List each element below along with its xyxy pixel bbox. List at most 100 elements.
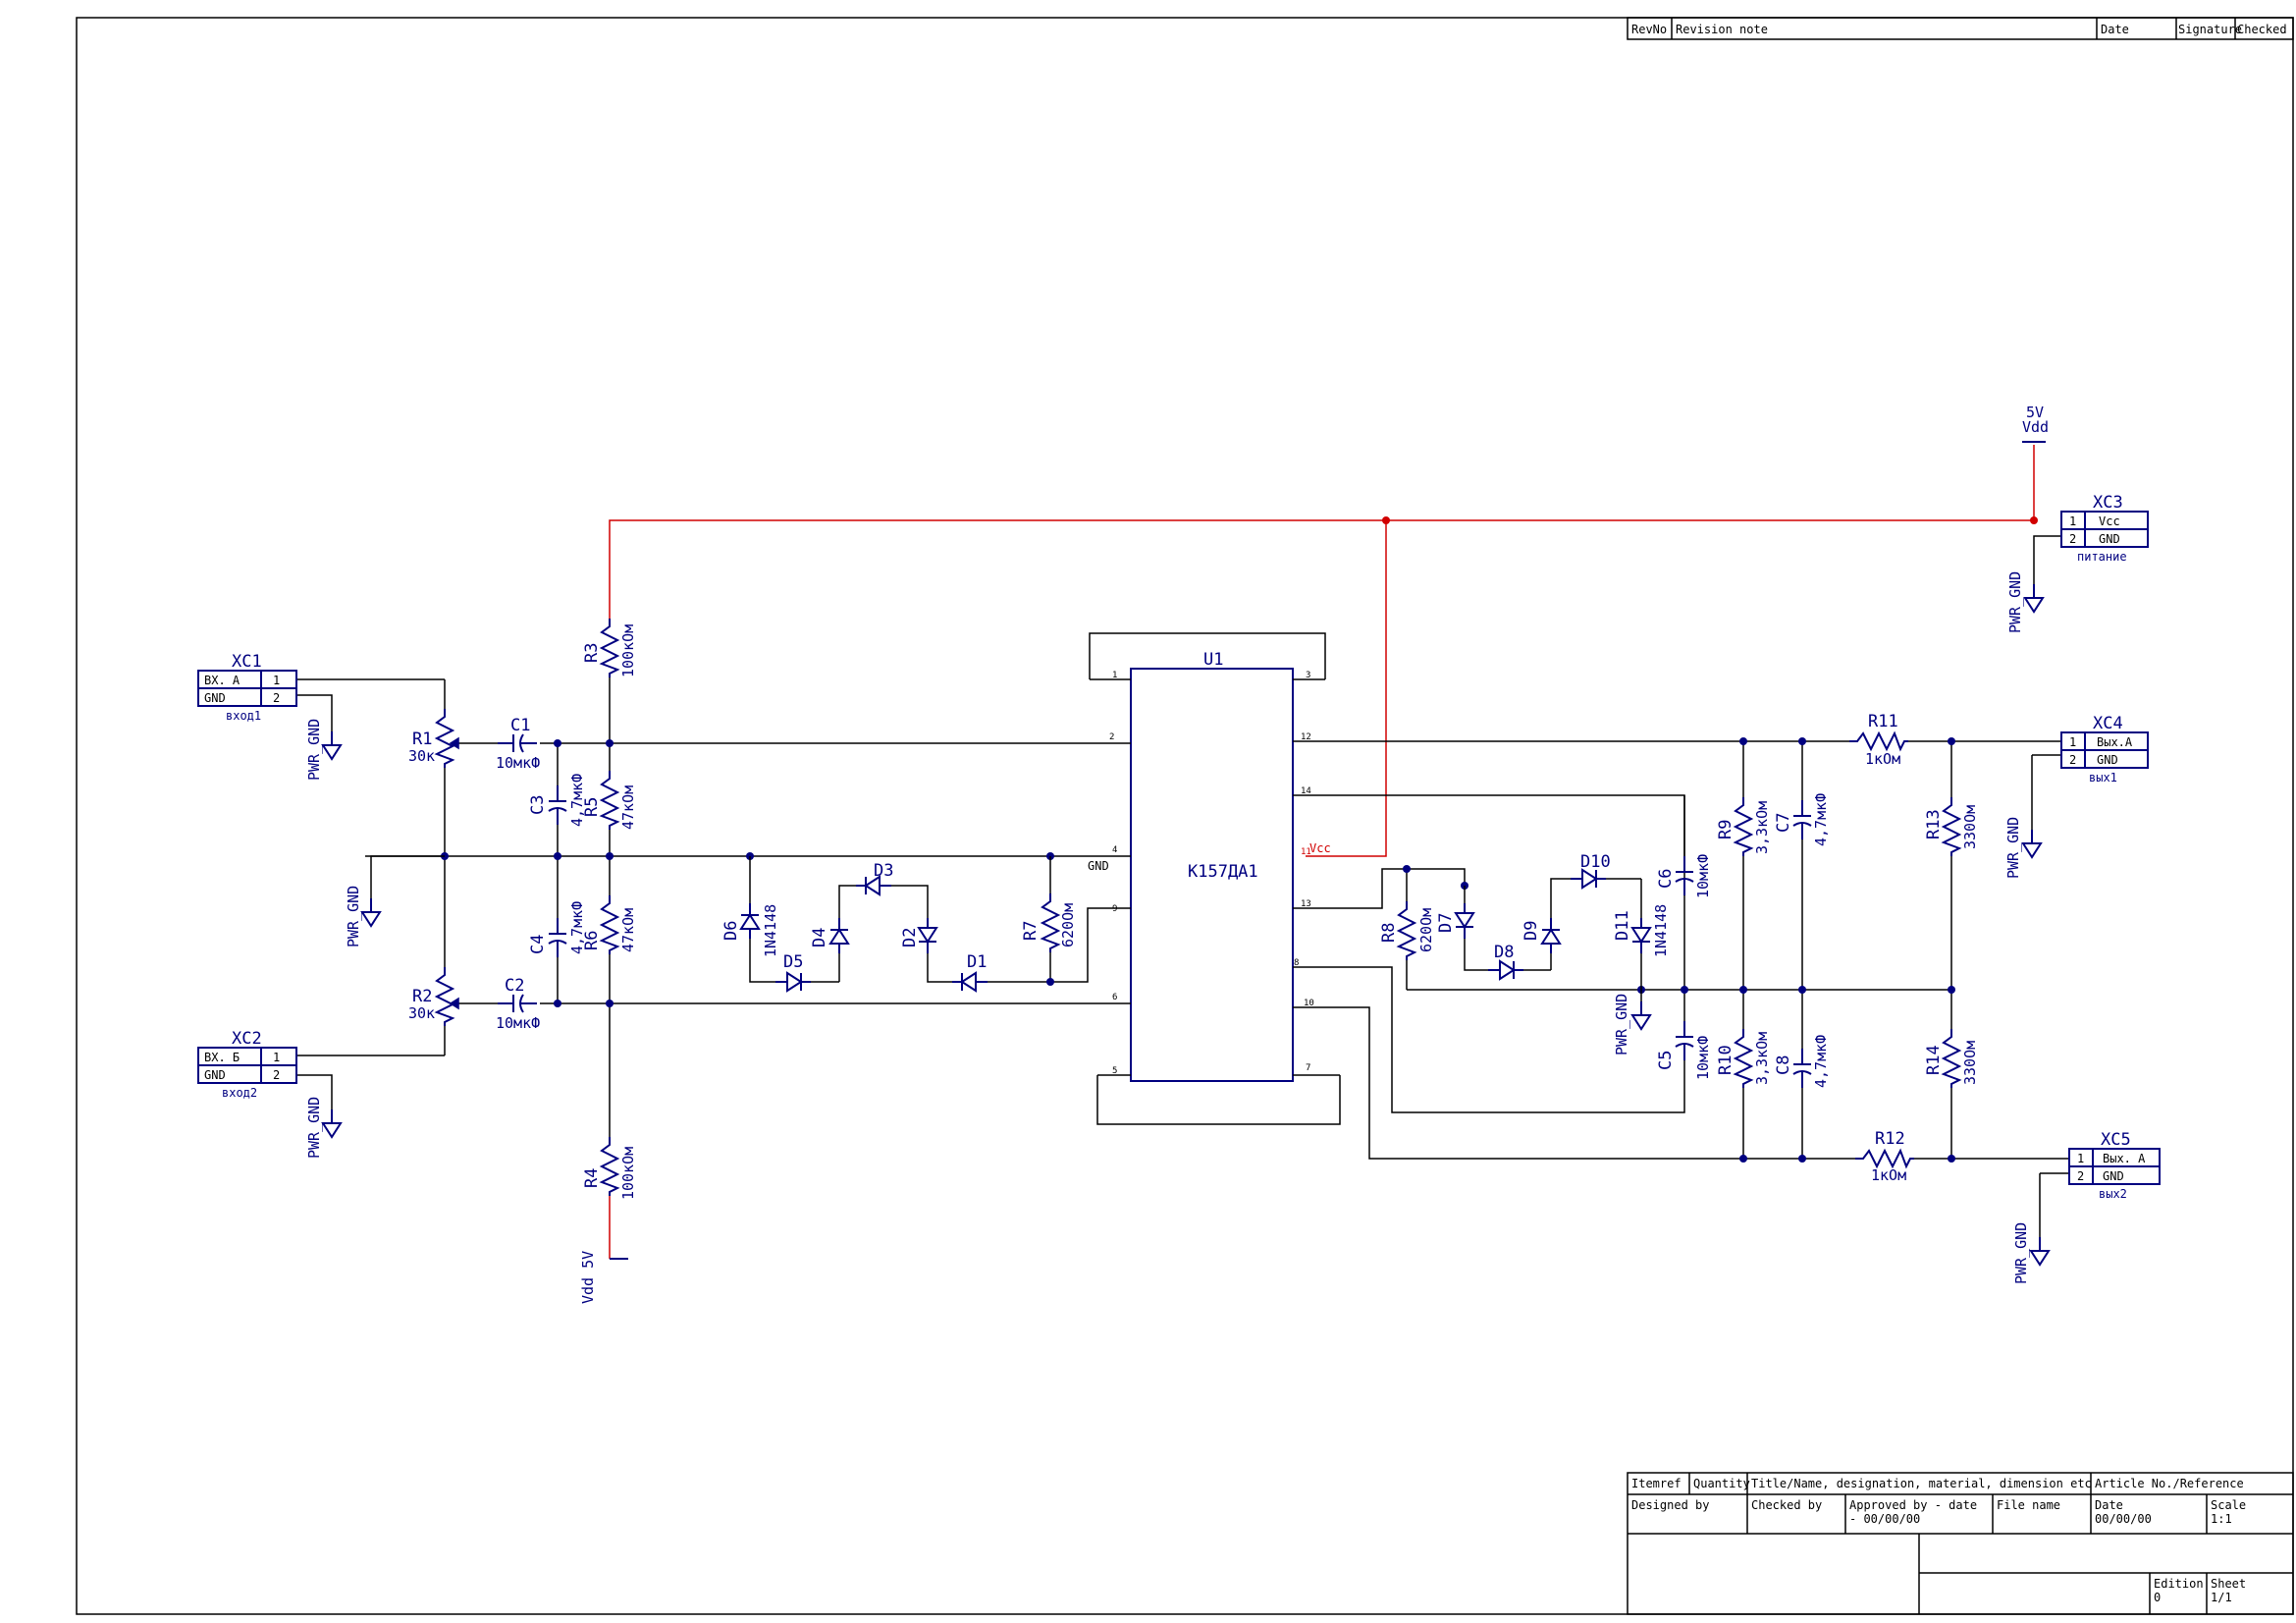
gnd-label-4: PWR_GND [1613,994,1630,1055]
tb-file-name: File name [1997,1498,2060,1512]
c1-label: C1 [510,716,530,735]
tb-scale-value: 1:1 [2211,1512,2232,1526]
r11-label: R11 [1868,712,1898,731]
gnd-xc2: PWR_GND [296,1074,342,1159]
tb-title: Title/Name, designation, material, dimen… [1751,1477,2092,1490]
xc2-row-1: ВХ. Б [204,1051,240,1064]
c2-label: C2 [505,976,524,996]
d9-label: D9 [1522,921,1541,941]
u1-pin-10: 10 [1304,999,1314,1008]
u1-gnd-label: GND [1088,859,1109,873]
diode-network-right [1464,878,1642,990]
d5-label: D5 [783,952,803,972]
tb-checked-by: Checked by [1751,1498,1822,1512]
xc2-row-2: GND [204,1068,226,1082]
c3-value: 4,7мкФ [568,774,586,827]
r1-potentiometer: 30к [436,708,459,769]
c6-label: C6 [1656,869,1676,889]
xc2-num-1: 1 [273,1051,280,1064]
r13-label: R13 [1924,809,1944,839]
u1-pin-3: 3 [1306,671,1310,680]
c8-capacitor [1792,1048,1812,1089]
d11-label: D11 [1613,910,1632,941]
xc5-ref: XC5 [2101,1130,2131,1150]
tb-sheet-value: 1/1 [2211,1591,2232,1604]
xc1-num-2: 2 [273,691,280,705]
connector-xc4: XC4 1 2 Вых.А GND вых1 [2060,714,2149,784]
xc1-row-2: GND [204,691,226,705]
u1-value: К157ДА1 [1188,862,1258,882]
gnd-label-2: PWR_GND [345,886,362,947]
gnd-label-5: PWR_GND [2006,571,2024,633]
vdd-bottom-label: Vdd 5V [579,1251,597,1304]
d7-diode [1455,902,1474,940]
xc4-caption: вых1 [2089,771,2117,784]
xc2-ref: XC2 [232,1029,262,1049]
vdd-top-symbol: 5V Vdd [2022,404,2049,443]
c6-value: 10мкФ [1694,854,1712,898]
u1-pin-1: 1 [1112,671,1117,680]
r11-value: 1кОм [1865,750,1900,768]
r14-resistor [1943,1028,1960,1089]
u1-pin-11: 11 [1301,847,1311,857]
r9-resistor [1735,796,1752,857]
r9-value: 3,3кОм [1753,801,1771,854]
r14-label: R14 [1924,1045,1944,1075]
r5-label: R5 [582,797,602,817]
xc3-num-1: 1 [2069,514,2076,528]
c5-value: 10мкФ [1694,1036,1712,1080]
r9-label: R9 [1716,820,1735,839]
gnd-xc5: PWR_GND [2012,1173,2050,1284]
u1-pin-4: 4 [1112,845,1117,855]
r4-value: 100кОм [619,1147,637,1200]
xc4-row-2: GND [2097,753,2118,767]
gnd-label-1: PWR_GND [305,719,323,781]
tb-date-label: Date [2095,1498,2123,1512]
right-wiring [1325,737,2069,1174]
c7-capacitor [1792,799,1812,840]
c4-value: 4,7мкФ [568,901,586,954]
xc3-row-2: GND [2099,532,2120,546]
gnd-middle: PWR_GND [1613,990,1651,1055]
r2-potentiometer [436,966,459,1027]
xc5-num-1: 1 [2077,1152,2084,1165]
d9-diode [1541,917,1561,954]
rev-header-date: Date [2101,23,2129,36]
connector-xc5: XC5 1 2 Вых. А GND вых2 [2068,1130,2161,1201]
tb-approved-by: Approved by - date [1849,1498,1977,1512]
c5-label: C5 [1656,1051,1676,1070]
xc5-num-2: 2 [2077,1169,2084,1183]
r13-resistor [1943,796,1960,857]
xc5-row-1: Вых. А [2103,1152,2146,1165]
r1-label: R1 [412,730,432,749]
r1-value: 30к [408,747,435,765]
d2-label: D2 [900,928,920,947]
tb-article: Article No./Reference [2095,1477,2244,1490]
c8-value: 4,7мкФ [1812,1035,1830,1088]
left-wiring [296,677,1131,1137]
r6-label: R6 [582,931,602,950]
r6-resistor [601,894,618,955]
d10-diode [1570,869,1607,889]
xc4-num-2: 2 [2069,753,2076,767]
u1-pin-13: 13 [1301,899,1311,909]
xc4-ref: XC4 [2093,714,2123,733]
r8-value: 620Ом [1417,908,1435,952]
u1-pin-8: 8 [1294,958,1299,968]
xc1-num-1: 1 [273,674,280,687]
r14-value: 330Ом [1961,1041,1979,1085]
rev-header-signature: Signature [2178,23,2242,36]
r4-label: R4 [582,1168,602,1188]
r3-resistor [601,618,618,678]
u1-vcc-label: Vcc [1309,841,1331,855]
drawing-frame [76,17,2294,1615]
r6-value: 47кОм [619,908,637,952]
xc1-caption: вход1 [226,709,261,723]
tb-itemref: Itemref [1631,1477,1682,1490]
c3-capacitor [548,784,567,826]
r10-label: R10 [1716,1045,1735,1075]
xc3-num-2: 2 [2069,532,2076,546]
d6-value: 1N4148 [762,904,779,957]
r4-resistor [601,1136,618,1197]
c8-label: C8 [1774,1055,1793,1075]
